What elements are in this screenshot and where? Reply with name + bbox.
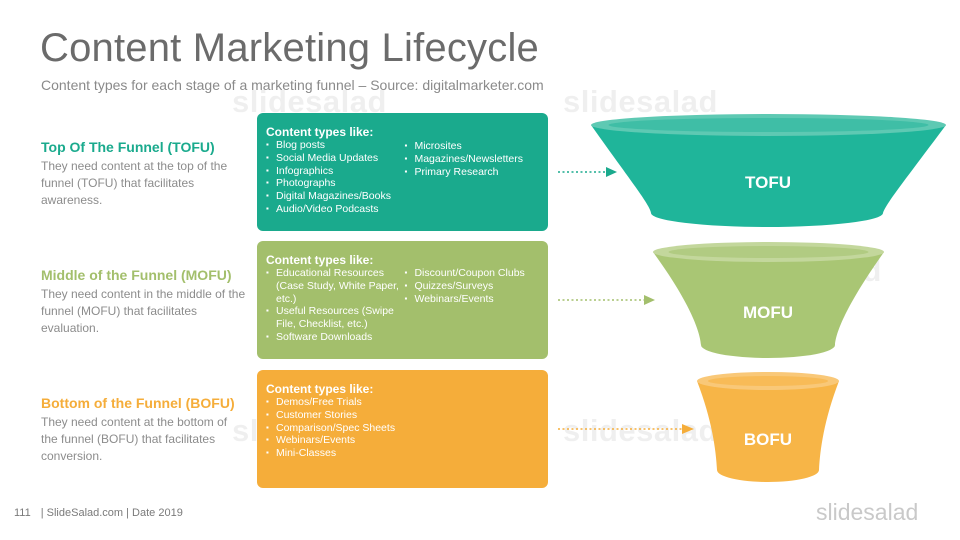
mofu-content-box: Content types like: Educational Resource… <box>257 241 548 359</box>
content-type-item: Discount/Coupon Clubs <box>404 267 538 280</box>
content-type-item: Quizzes/Surveys <box>404 280 538 293</box>
footer-text: | SlideSalad.com | Date 2019 <box>40 507 183 519</box>
bofu-content-box: Content types like: Demos/Free TrialsCus… <box>257 370 548 488</box>
tofu-description: They need content at the top of the funn… <box>41 159 228 207</box>
bofu-funnel-label: BOFU <box>744 430 792 449</box>
footer: 111 | SlideSalad.com | Date 2019 <box>14 507 183 519</box>
tofu-list-col2: MicrositesMagazines/NewslettersPrimary R… <box>404 140 538 216</box>
content-type-item: Software Downloads <box>266 331 404 344</box>
tofu-box-heading: Content types like: <box>266 125 374 139</box>
mofu-description: They need content in the middle of the f… <box>41 287 246 335</box>
tofu-arrow <box>558 167 617 177</box>
page-subtitle: Content types for each stage of a market… <box>41 77 544 93</box>
bofu-description: They need content at the bottom of the f… <box>41 415 228 463</box>
content-type-item: Educational Resources (Case Study, White… <box>266 267 404 305</box>
mofu-heading: Middle of the Funnel (MOFU) <box>41 267 232 283</box>
content-type-item: Webinars/Events <box>266 434 526 447</box>
content-type-item: Social Media Updates <box>266 152 404 165</box>
mofu-list-col2: Discount/Coupon ClubsQuizzes/SurveysWebi… <box>404 267 538 344</box>
content-type-item: Webinars/Events <box>404 293 538 306</box>
mofu-funnel-label: MOFU <box>743 303 793 322</box>
content-type-item: Blog posts <box>266 139 404 152</box>
tofu-funnel-label: TOFU <box>745 173 791 192</box>
watermark: slidesalad <box>563 413 718 448</box>
content-type-item: Customer Stories <box>266 409 526 422</box>
bofu-list-col1: Demos/Free TrialsCustomer StoriesCompari… <box>266 396 526 460</box>
content-type-item: Audio/Video Podcasts <box>266 203 404 216</box>
tofu-list-col1: Blog postsSocial Media UpdatesInfographi… <box>266 139 404 216</box>
content-type-item: Digital Magazines/Books <box>266 190 404 203</box>
content-type-item: Primary Research <box>404 166 538 179</box>
tofu-heading: Top Of The Funnel (TOFU) <box>41 139 215 155</box>
watermark: slidesalad <box>563 84 718 119</box>
content-type-item: Mini-Classes <box>266 447 526 460</box>
brand-logo: slidesalad <box>816 499 919 525</box>
tofu-funnel-section: TOFU <box>591 114 946 227</box>
mofu-arrow <box>558 295 655 305</box>
tofu-content-box: Content types like: Blog postsSocial Med… <box>257 113 548 231</box>
content-type-item: Comparison/Spec Sheets <box>266 422 526 435</box>
content-type-item: Photographs <box>266 177 404 190</box>
bofu-box-heading: Content types like: <box>266 382 374 396</box>
content-type-item: Useful Resources (Swipe File, Checklist,… <box>266 305 404 331</box>
mofu-box-heading: Content types like: <box>266 253 374 267</box>
bofu-heading: Bottom of the Funnel (BOFU) <box>41 395 235 411</box>
mofu-funnel-section: MOFU <box>653 242 884 358</box>
content-type-item: Infographics <box>266 165 404 178</box>
content-type-item: Microsites <box>404 140 538 153</box>
bofu-arrow <box>558 424 694 434</box>
page-title: Content Marketing Lifecycle <box>40 26 539 70</box>
content-type-item: Demos/Free Trials <box>266 396 526 409</box>
mofu-list-col1: Educational Resources (Case Study, White… <box>266 267 404 344</box>
content-type-item: Magazines/Newsletters <box>404 153 538 166</box>
bofu-funnel-section: BOFU <box>697 372 839 482</box>
page-number: 111 <box>14 507 31 519</box>
